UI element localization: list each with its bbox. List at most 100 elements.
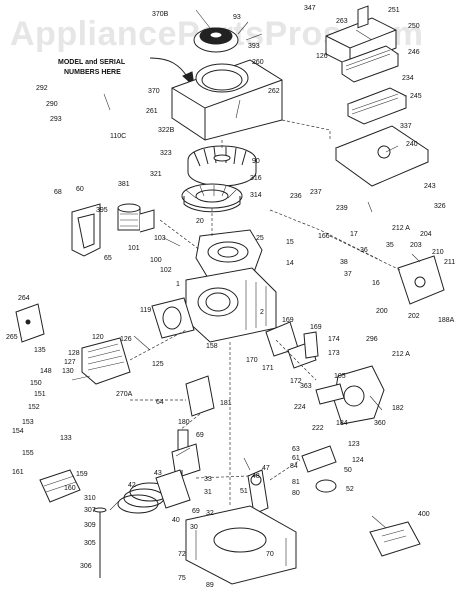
label-150: 150 [30, 380, 42, 387]
label-202: 202 [408, 313, 420, 320]
label-20: 20 [196, 218, 204, 225]
head-gasket [151, 297, 195, 339]
label-43: 43 [154, 470, 162, 477]
label-110c: 110C [110, 133, 126, 140]
label-1: 1 [176, 281, 180, 288]
label-246: 246 [408, 49, 420, 56]
label-239: 239 [336, 205, 348, 212]
air-cleaner-base [334, 5, 430, 187]
label-360: 360 [374, 420, 386, 427]
label-17: 17 [350, 231, 358, 238]
label-322b: 322B [158, 127, 175, 134]
label-37: 37 [344, 271, 352, 278]
label-25: 25 [256, 235, 264, 242]
label-152: 152 [28, 404, 40, 411]
label-234: 234 [402, 75, 414, 82]
air-filter-element [340, 45, 400, 83]
label-171: 171 [262, 365, 274, 372]
label-169b: 169 [310, 324, 322, 331]
muffler [39, 469, 81, 503]
label-135: 135 [34, 347, 46, 354]
label-158: 158 [206, 343, 218, 350]
label-172: 172 [290, 378, 302, 385]
label-16: 16 [372, 280, 380, 287]
label-293: 293 [50, 116, 62, 123]
flywheel [187, 145, 257, 187]
label-169a: 169 [282, 317, 294, 324]
piston [155, 469, 191, 509]
label-170: 170 [246, 357, 258, 364]
label-60: 60 [76, 186, 84, 193]
label-203: 203 [410, 242, 422, 249]
label-100: 100 [150, 257, 162, 264]
label-154: 154 [12, 428, 24, 435]
label-61: 61 [292, 455, 300, 462]
label-159: 159 [76, 471, 88, 478]
label-250: 250 [408, 23, 420, 30]
label-337: 337 [400, 123, 412, 130]
label-212a: 212 A [392, 225, 410, 232]
label-222: 222 [312, 425, 324, 432]
label-2: 2 [260, 309, 264, 316]
label-184: 184 [336, 420, 348, 427]
blower-housing [171, 59, 283, 141]
label-262: 262 [268, 88, 280, 95]
crankcase-base [185, 505, 297, 585]
label-188a: 188A [438, 317, 455, 324]
label-173: 173 [328, 350, 340, 357]
label-151: 151 [34, 391, 46, 398]
breather-gaskets [265, 321, 319, 369]
label-174: 174 [328, 336, 340, 343]
label-148: 148 [40, 368, 52, 375]
label-264: 264 [18, 295, 30, 302]
label-370: 370 [148, 88, 160, 95]
label-381: 381 [118, 181, 130, 188]
label-260: 260 [252, 59, 264, 66]
label-125: 125 [152, 361, 164, 368]
bracket-left [71, 203, 101, 257]
label-212a2: 212 A [392, 351, 410, 358]
label-155: 155 [22, 450, 34, 457]
label-204: 204 [420, 231, 432, 238]
label-93: 93 [233, 14, 241, 21]
label-400: 400 [418, 511, 430, 518]
label-36: 36 [360, 247, 368, 254]
label-32: 32 [206, 510, 214, 517]
ignition-armature [181, 183, 243, 213]
label-40: 40 [172, 517, 180, 524]
label-130: 130 [62, 368, 74, 375]
note-line-1: MODEL and SERIAL [58, 59, 126, 66]
label-182: 182 [392, 405, 404, 412]
label-31: 31 [204, 489, 212, 496]
label-52: 52 [346, 486, 354, 493]
label-290: 290 [46, 101, 58, 108]
label-69: 69 [196, 432, 204, 439]
carburetor [315, 365, 385, 425]
label-90: 90 [252, 158, 260, 165]
cylinder-shield [15, 303, 45, 343]
label-224: 224 [294, 404, 306, 411]
part-labels: 370B 93 347 263 251 250 393 260 126 246 … [6, 5, 455, 589]
label-127: 127 [64, 359, 76, 366]
label-200: 200 [376, 308, 388, 315]
label-120: 120 [92, 334, 104, 341]
label-68: 68 [54, 189, 62, 196]
label-395: 395 [96, 207, 108, 214]
foam-filter [346, 87, 408, 125]
label-123: 123 [348, 441, 360, 448]
label-47: 47 [262, 465, 270, 472]
label-33: 33 [204, 476, 212, 483]
label-326: 326 [434, 203, 446, 210]
label-75: 75 [178, 575, 186, 582]
label-393: 393 [248, 43, 260, 50]
leader-lines [71, 9, 421, 529]
rewind-starter [193, 27, 239, 53]
dipstick-tube [93, 507, 107, 578]
label-237: 237 [310, 189, 322, 196]
label-126: 126 [316, 53, 328, 60]
cylinder-head [81, 337, 131, 385]
label-245: 245 [410, 93, 422, 100]
label-240: 240 [406, 141, 418, 148]
label-80: 80 [292, 490, 300, 497]
